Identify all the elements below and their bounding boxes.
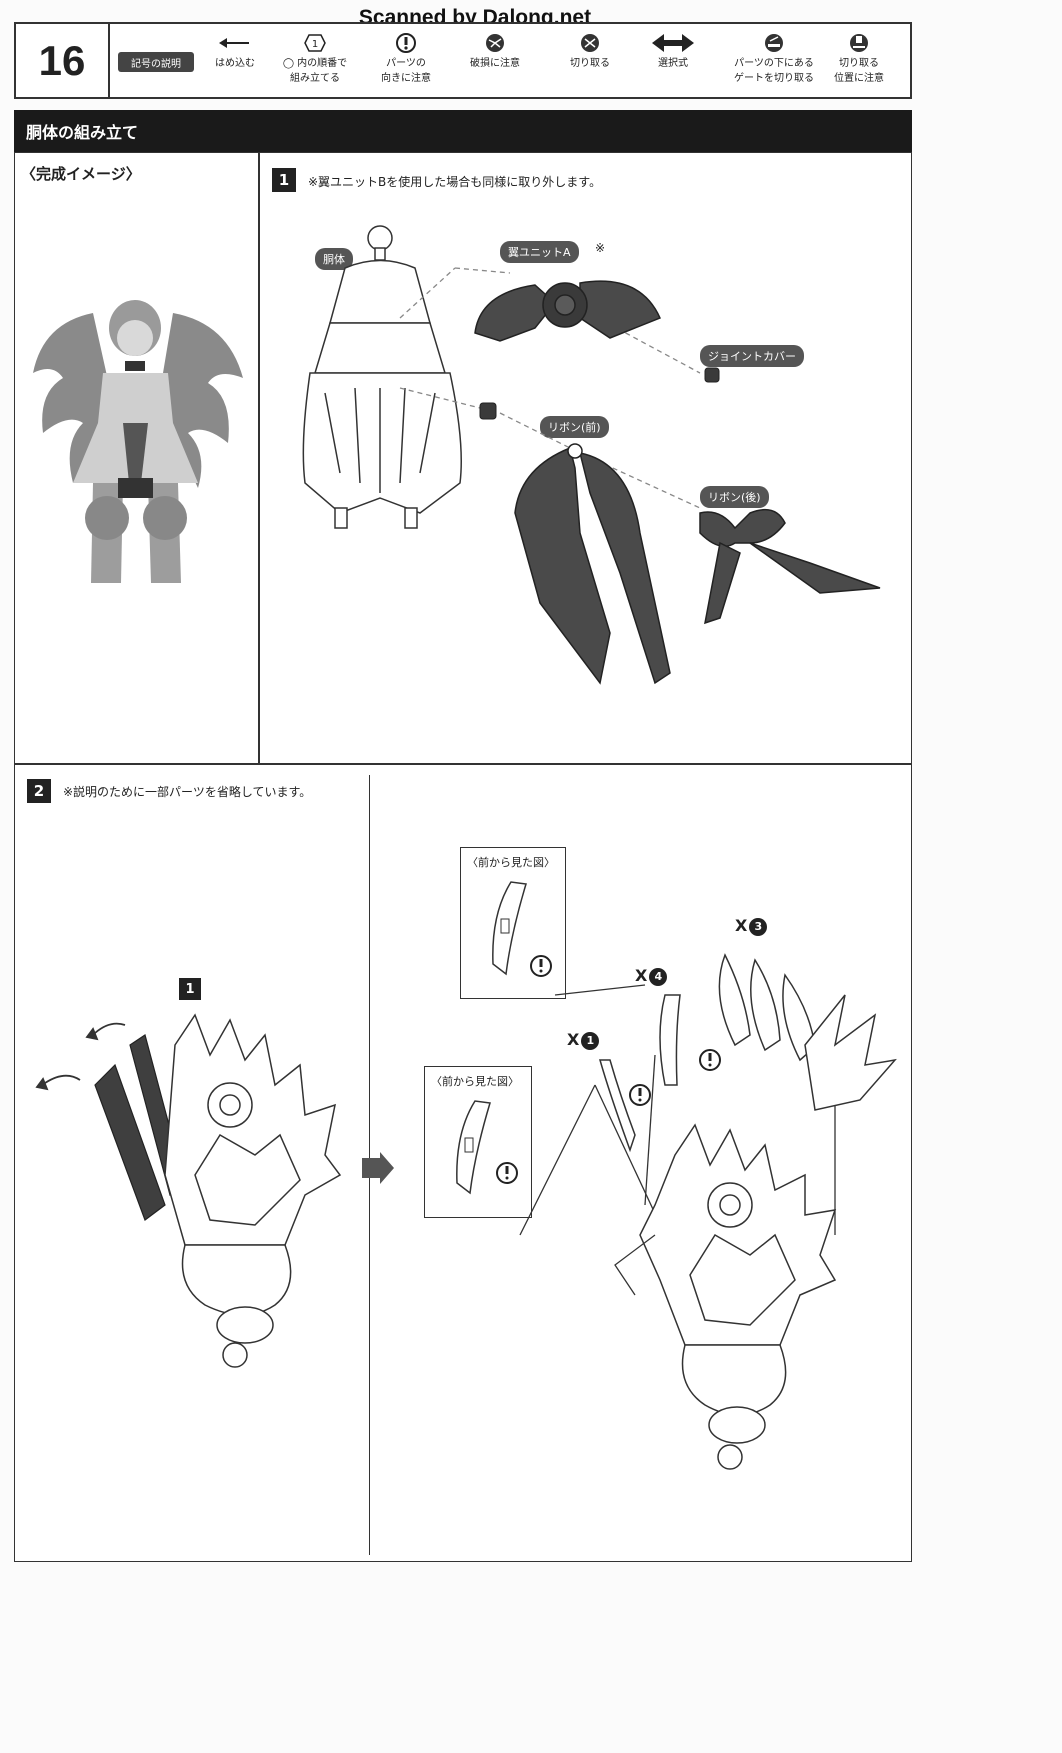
legend-label: ゲートを切り取る <box>734 73 814 84</box>
front-view-part-lower <box>456 1100 518 1195</box>
step2-remove-diagram <box>35 1013 342 1368</box>
complete-image-label: 〈完成イメージ〉 <box>21 165 141 183</box>
part-x4 <box>659 994 681 1086</box>
step2-number: 2 <box>27 779 51 803</box>
completed-figure-image <box>23 283 251 613</box>
legend-label: 組み立てる <box>290 73 340 84</box>
ribbon-back-part <box>699 508 881 625</box>
ribbon-front-part <box>514 443 671 685</box>
arrow-left-icon <box>219 38 249 48</box>
legend-label: 破損に注意 <box>470 58 520 69</box>
gate-cut-icon <box>765 34 783 52</box>
step1-number: 1 <box>272 168 296 192</box>
double-arrow-icon <box>652 34 694 52</box>
front-view-label-lower: 〈前から見た図〉 <box>431 1075 519 1088</box>
body-part <box>302 225 462 529</box>
legend-label: はめ込む <box>215 58 255 69</box>
legend-item-breakage: 破損に注意 <box>450 32 540 71</box>
legend-label: 選択式 <box>658 58 688 69</box>
legend-item-insert: はめ込む <box>190 32 280 71</box>
legend-item-cut: 切り取る <box>545 32 635 71</box>
legend-label: パーツの <box>386 58 426 69</box>
caution-icon <box>396 33 416 53</box>
joint-cover-part <box>704 367 720 383</box>
legend-label: 向きに注意 <box>381 73 431 84</box>
sub-step-number: 1 <box>179 978 201 1000</box>
order-number-icon: 1 <box>304 34 326 52</box>
complete-image-panel: 〈完成イメージ〉 <box>14 152 259 764</box>
part-x3 <box>718 953 897 1111</box>
legend-label: パーツの下にある <box>734 58 814 69</box>
part-x1 <box>599 1059 636 1153</box>
legend-item-selection: 選択式 <box>628 32 718 71</box>
legend-label: 切り取る <box>570 58 610 69</box>
next-step-arrow-icon <box>362 1152 394 1184</box>
front-view-inset-lower: 〈前から見た図〉 <box>424 1066 532 1218</box>
front-view-part-upper <box>492 881 552 977</box>
svg-text:1: 1 <box>312 39 318 50</box>
peg-part <box>479 402 497 420</box>
legend-item-gate-cut: パーツの下にある ゲートを切り取る <box>722 32 826 86</box>
symbol-legend: 16 記号の説明 はめ込む 1 ◯ 内の順番で 組み立てる パーツの 向きに注意… <box>14 22 912 99</box>
legend-item-caution: パーツの 向きに注意 <box>361 32 451 86</box>
cut-icon <box>581 34 599 52</box>
legend-label: 切り取る <box>839 58 879 69</box>
legend-item-order: 1 ◯ 内の順番で 組み立てる <box>270 32 360 86</box>
wing-unit-a-part <box>474 280 662 342</box>
part-label-joint-cover: ジョイントカバー <box>700 345 804 367</box>
part-label-wing-unit-a: 翼ユニットA <box>500 241 579 263</box>
step2-note: ※説明のために一部パーツを省略しています。 <box>63 785 312 799</box>
part-label-ribbon-back: リボン(後) <box>700 486 769 508</box>
page-number: 16 <box>16 24 110 97</box>
step2-attach-diagram <box>519 953 897 1470</box>
step1-panel: 1 ※翼ユニットBを使用した場合も同様に取り外します。 胴体 翼ユニットA ※ … <box>259 152 912 764</box>
front-view-label-upper: 〈前から見た図〉 <box>467 856 555 869</box>
part-label-ribbon-front: リボン(前) <box>540 416 609 438</box>
step1-note: ※翼ユニットBを使用した場合も同様に取り外します。 <box>308 175 602 189</box>
front-view-inset-upper: 〈前から見た図〉 <box>460 847 566 999</box>
breakage-icon <box>486 34 504 52</box>
legend-item-position-cut: 切り取る 位置に注意 <box>814 32 904 86</box>
step2-panel: 2 ※説明のために一部パーツを省略しています。 1 〈前から見た図〉 <box>14 764 912 1562</box>
section-title: 胴体の組み立て <box>14 110 912 152</box>
legend-label: ◯ 内の順番で <box>282 58 348 69</box>
legend-title: 記号の説明 <box>118 52 194 72</box>
step1-exploded-diagram <box>302 225 881 685</box>
position-cut-icon <box>850 34 868 52</box>
part-label-body: 胴体 <box>315 248 353 270</box>
wing-note-mark: ※ <box>595 241 606 255</box>
legend-label: 位置に注意 <box>834 73 884 84</box>
